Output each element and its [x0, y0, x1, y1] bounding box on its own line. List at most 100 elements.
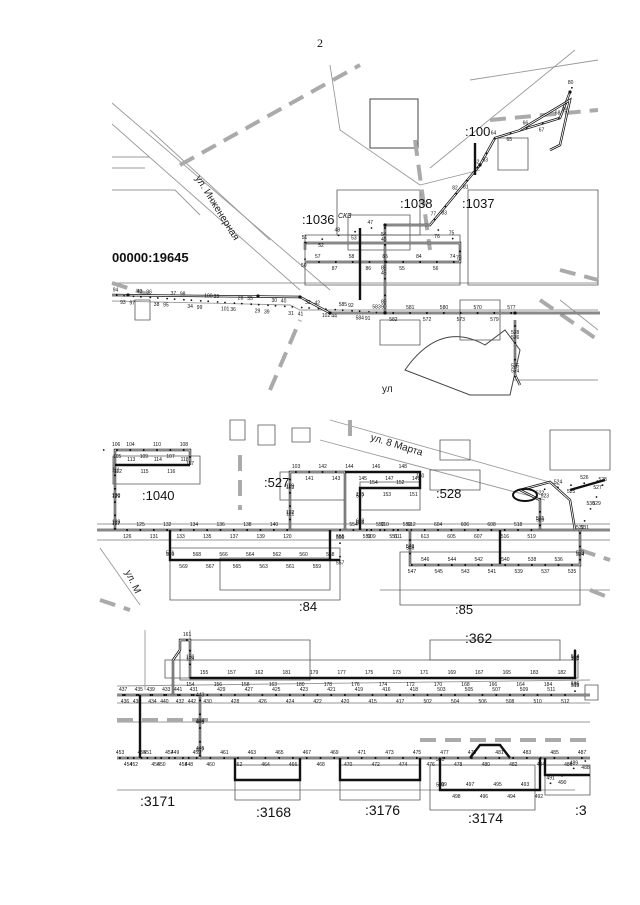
node-marker [519, 677, 522, 679]
node-number: 532 [576, 525, 585, 531]
node-marker [271, 677, 274, 679]
node-marker [354, 230, 356, 233]
node-marker [402, 757, 404, 759]
node-marker [344, 694, 346, 696]
node-number: 145 [359, 476, 368, 482]
node-number: 542 [475, 557, 484, 563]
node-marker [539, 524, 541, 527]
node-marker [572, 767, 575, 770]
node-number: 554 [349, 522, 358, 528]
node-marker [476, 166, 479, 169]
node-marker [189, 649, 191, 652]
node-marker [321, 238, 324, 241]
node-marker [234, 694, 236, 696]
node-number: 472 [372, 762, 381, 768]
node-marker [168, 757, 171, 759]
node-marker [491, 677, 494, 679]
node-marker [195, 559, 198, 561]
node-number: 56 [433, 266, 439, 272]
node-number: 419 [355, 687, 364, 693]
node-marker [550, 694, 553, 696]
node-marker [581, 757, 583, 759]
parcel-label: :3 [575, 802, 587, 818]
node-marker [157, 464, 159, 466]
node-number: 486 [564, 762, 573, 768]
node-number: 186 [571, 656, 580, 662]
node-number: 65 [507, 137, 513, 143]
node-number: 43 [137, 289, 143, 295]
node-number: 611 [394, 534, 402, 540]
node-number: 75 [449, 231, 455, 237]
parcel-label: :1036 [302, 212, 335, 227]
node-number: 154 [186, 682, 195, 688]
node-number: 432 [176, 699, 185, 705]
node-number: 173 [393, 670, 402, 676]
node-marker [117, 464, 119, 466]
base-map-middle [97, 419, 611, 612]
node-number: 139 [257, 534, 266, 540]
node-marker [209, 559, 211, 561]
node-marker [409, 312, 411, 314]
node-marker [450, 529, 453, 531]
node-marker [584, 760, 587, 762]
node-number: 96 [146, 290, 152, 296]
node-marker [122, 694, 124, 696]
node-marker [341, 309, 344, 312]
node-number: 175 [365, 670, 374, 676]
node-number: 483 [523, 750, 532, 756]
node-marker [557, 117, 560, 120]
node-number: 92 [348, 303, 354, 309]
node-marker [419, 261, 421, 263]
base-map-upper [111, 49, 600, 396]
node-number: 488 [581, 765, 590, 771]
node-number: 517 [356, 493, 365, 499]
node-number: 178 [324, 682, 333, 688]
node-number: 567 [206, 564, 215, 570]
node-marker [177, 694, 179, 696]
node-marker [464, 564, 467, 566]
node-marker [436, 677, 439, 679]
node-number: 34 [187, 304, 193, 310]
node-number: 476 [427, 762, 436, 768]
node-marker [525, 127, 528, 130]
parcel-label: :362 [465, 630, 492, 646]
node-number: 55 [399, 266, 405, 272]
node-number: 426 [258, 699, 267, 705]
node-number: 153 [383, 492, 392, 498]
node-number: 116 [167, 469, 175, 475]
node-marker [224, 301, 226, 304]
node-number: 104 [126, 442, 135, 448]
node-marker [504, 564, 507, 566]
node-number: 126 [123, 534, 132, 540]
node-marker [522, 694, 525, 696]
node-number: 89 [381, 299, 387, 305]
node-number: 172 [406, 682, 415, 688]
node-marker [359, 500, 361, 503]
node-number: 183 [530, 670, 539, 676]
node-marker [289, 505, 291, 507]
node-marker [230, 677, 233, 679]
node-marker [476, 312, 479, 314]
node-marker [503, 529, 506, 531]
node-marker [441, 789, 444, 791]
node-number: 179 [310, 670, 319, 676]
node-number: 417 [396, 699, 405, 705]
node-marker [574, 690, 576, 693]
node-marker [455, 192, 458, 195]
node-marker [351, 261, 354, 263]
node-marker [439, 777, 441, 780]
node-marker [440, 694, 443, 696]
node-marker [564, 694, 566, 696]
node-marker [368, 677, 370, 679]
node-marker [264, 757, 267, 759]
parcel-label: :1040 [142, 488, 175, 503]
node-marker [114, 501, 116, 503]
node-number: 83 [441, 211, 447, 217]
node-number: 538 [528, 557, 537, 563]
node-number: 63 [483, 157, 489, 163]
node-marker [368, 311, 370, 313]
node-number: 443 [196, 693, 205, 699]
node-number: 461 [220, 750, 229, 756]
